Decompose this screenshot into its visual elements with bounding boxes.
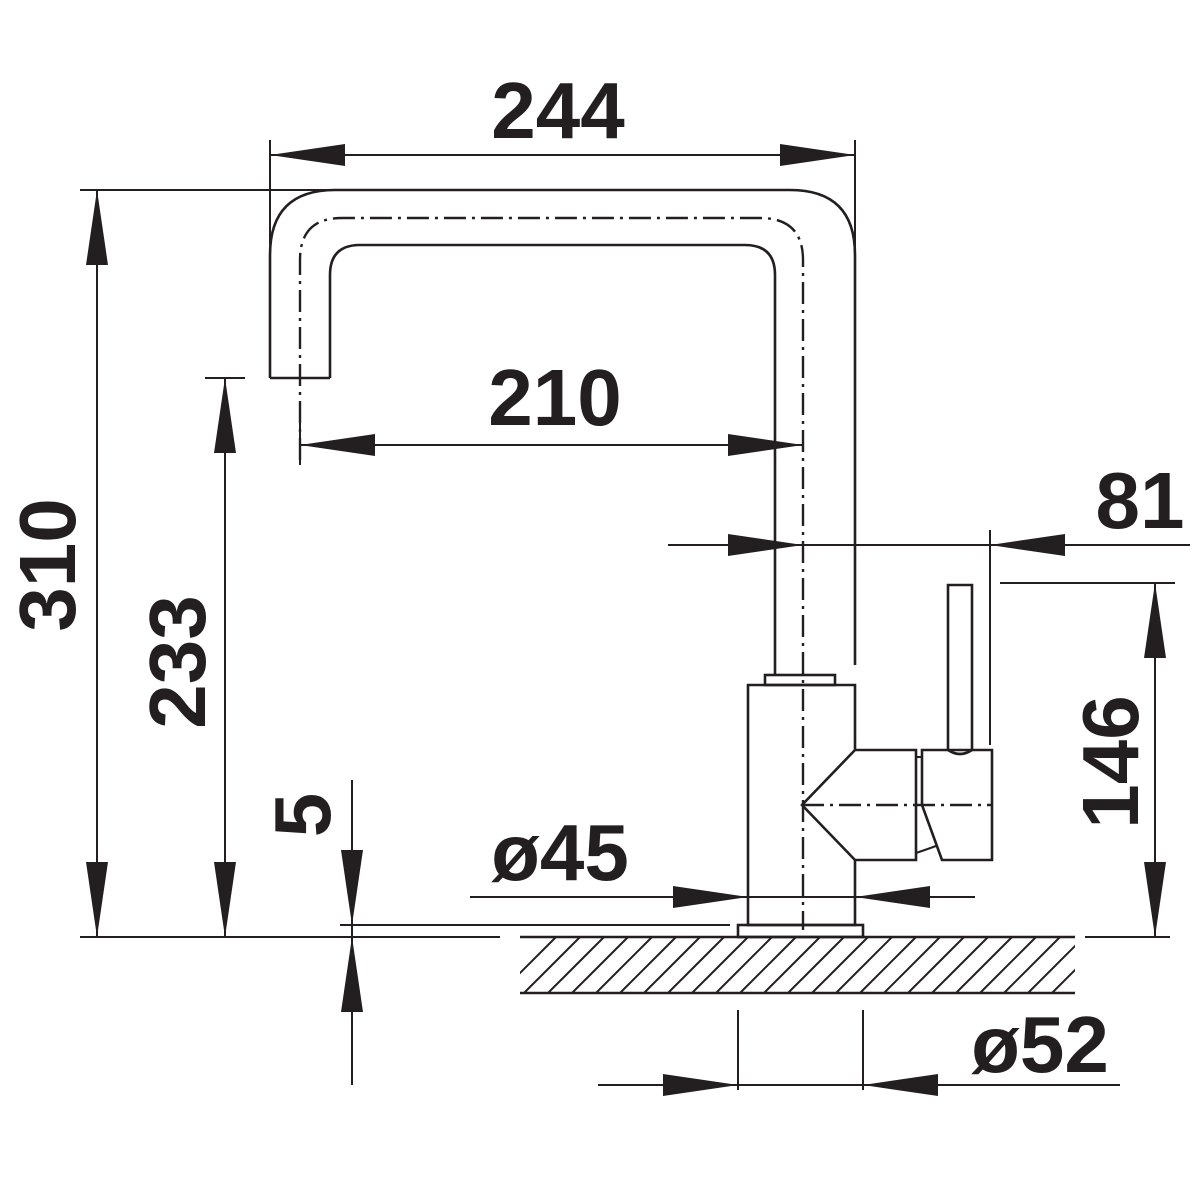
dim-5-label: 5 bbox=[258, 793, 347, 838]
hatch-line bbox=[859, 937, 917, 993]
hatch-line bbox=[835, 937, 893, 993]
hatch-line bbox=[739, 937, 797, 993]
countertop bbox=[520, 935, 1180, 995]
hatch-line bbox=[595, 937, 653, 993]
faucet-body bbox=[736, 583, 994, 939]
dim-45-label: ø45 bbox=[491, 808, 629, 897]
extension-lines bbox=[80, 140, 1175, 1090]
hatch-line bbox=[1076, 937, 1132, 993]
hatching bbox=[520, 937, 1180, 993]
hatch-line bbox=[523, 937, 581, 993]
spout bbox=[268, 188, 857, 930]
hatch-line bbox=[667, 937, 725, 993]
dim-244-label: 244 bbox=[491, 66, 625, 155]
hatch-line bbox=[1124, 937, 1180, 993]
hatch-line bbox=[520, 937, 557, 975]
dim-52-label: ø52 bbox=[971, 1000, 1109, 1089]
hatch-line bbox=[643, 937, 701, 993]
hatch-line bbox=[931, 937, 989, 993]
hatch-line bbox=[1051, 968, 1075, 993]
hatch-line bbox=[619, 937, 677, 993]
dimension-lines bbox=[86, 144, 1190, 1096]
hatch-line bbox=[979, 937, 1037, 993]
hatch-line bbox=[547, 937, 605, 993]
hatch-line bbox=[1027, 944, 1075, 993]
hatch-line bbox=[1100, 937, 1156, 993]
hatch-line bbox=[1003, 937, 1061, 993]
hatch-line bbox=[715, 937, 773, 993]
hatch-line bbox=[787, 937, 845, 993]
hatch-line bbox=[571, 937, 629, 993]
hatch-line bbox=[907, 937, 965, 993]
dim-210-label: 210 bbox=[488, 353, 621, 442]
hatch-line bbox=[955, 937, 1013, 993]
dim-233-label: 233 bbox=[133, 595, 222, 728]
hatch-line bbox=[763, 937, 821, 993]
hatch-line bbox=[691, 937, 749, 993]
dim-146-label: 146 bbox=[1066, 695, 1155, 828]
hatch-line bbox=[883, 937, 941, 993]
hatch-line bbox=[811, 937, 869, 993]
dim-81-label: 81 bbox=[1096, 456, 1185, 545]
dim-310-label: 310 bbox=[3, 498, 92, 631]
